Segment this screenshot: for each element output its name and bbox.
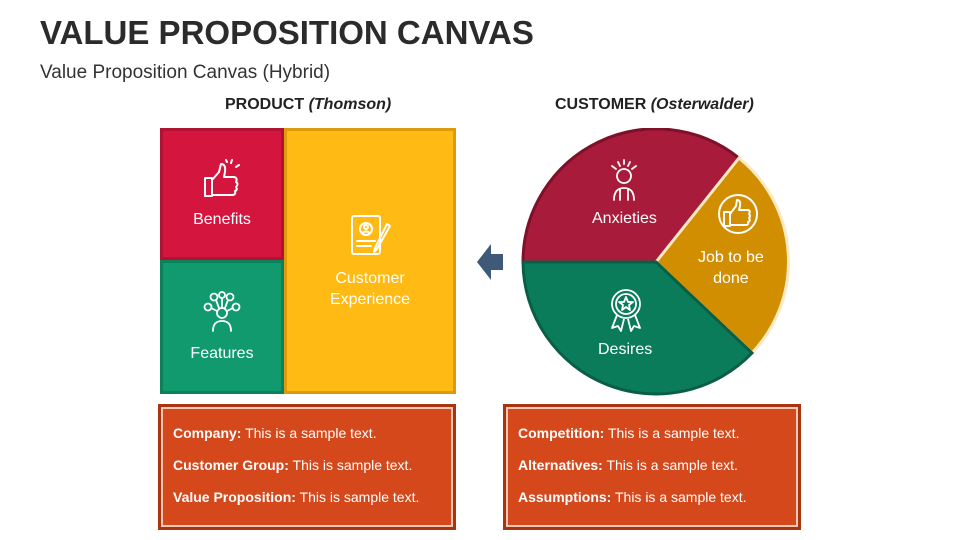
info-key: Value Proposition: <box>173 489 296 505</box>
customer-experience-line1: Customer <box>335 270 405 287</box>
info-key: Customer Group: <box>173 457 289 473</box>
product-heading: PRODUCT (Thomson) <box>225 96 391 114</box>
product-heading-label: PRODUCT <box>225 96 305 113</box>
customer-heading-sub: (Osterwalder) <box>650 96 754 113</box>
job-line1: Job to be <box>698 249 764 266</box>
features-label: Features <box>190 344 254 362</box>
info-key: Competition: <box>518 425 605 441</box>
benefits-cell: Benefits <box>160 128 284 260</box>
desires-label: Desires <box>598 341 653 358</box>
customer-experience-label: Customer Experience <box>330 268 410 310</box>
anxieties-label: Anxieties <box>592 210 657 227</box>
info-line-competition: Competition: This is a sample text. <box>518 425 785 441</box>
thumbs-up-icon <box>204 158 240 197</box>
award-badge-icon <box>611 289 641 332</box>
info-value: This is sample text. <box>295 489 420 505</box>
info-value: This is sample text. <box>288 457 413 473</box>
features-cell: Features <box>160 260 284 394</box>
info-value: This is a sample text. <box>604 425 740 441</box>
info-key: Assumptions: <box>518 489 612 505</box>
info-value: This is a sample text. <box>611 489 747 505</box>
job-to-be-done-label: Job to be done <box>698 247 764 289</box>
info-line-value-proposition: Value Proposition: This is sample text. <box>173 489 440 505</box>
product-info-box: Company: This is a sample text. Customer… <box>158 404 456 530</box>
info-key: Company: <box>173 425 242 441</box>
product-grid: Benefits Features Customer Experience <box>160 128 456 394</box>
customer-pie <box>521 128 790 396</box>
info-line-assumptions: Assumptions: This is a sample text. <box>518 489 785 505</box>
stressed-person-icon <box>611 159 637 201</box>
info-value: This is a sample text. <box>602 457 738 473</box>
info-line-alternatives: Alternatives: This is a sample text. <box>518 457 785 473</box>
arrow-left-icon <box>477 244 503 280</box>
customer-experience-line2: Experience <box>329 291 411 308</box>
page-title: VALUE PROPOSITION CANVAS <box>40 14 534 51</box>
customer-heading-label: CUSTOMER <box>555 96 647 113</box>
product-heading-sub: (Thomson) <box>308 96 392 113</box>
customer-info-box: Competition: This is a sample text. Alte… <box>503 404 801 530</box>
info-value: This is a sample text. <box>241 425 377 441</box>
info-line-customer-group: Customer Group: This is sample text. <box>173 457 440 473</box>
benefits-label: Benefits <box>193 210 251 228</box>
network-person-icon <box>203 290 241 332</box>
info-line-company: Company: This is a sample text. <box>173 425 440 441</box>
job-line2: done <box>713 270 749 287</box>
anxieties-segment <box>521 128 742 264</box>
thumbs-up-icon <box>718 194 758 234</box>
page-subtitle: Value Proposition Canvas (Hybrid) <box>40 62 331 83</box>
info-key: Alternatives: <box>518 457 603 473</box>
document-pen-icon <box>351 215 391 255</box>
customer-heading: CUSTOMER (Osterwalder) <box>555 96 754 114</box>
customer-experience-cell: Customer Experience <box>284 128 456 394</box>
